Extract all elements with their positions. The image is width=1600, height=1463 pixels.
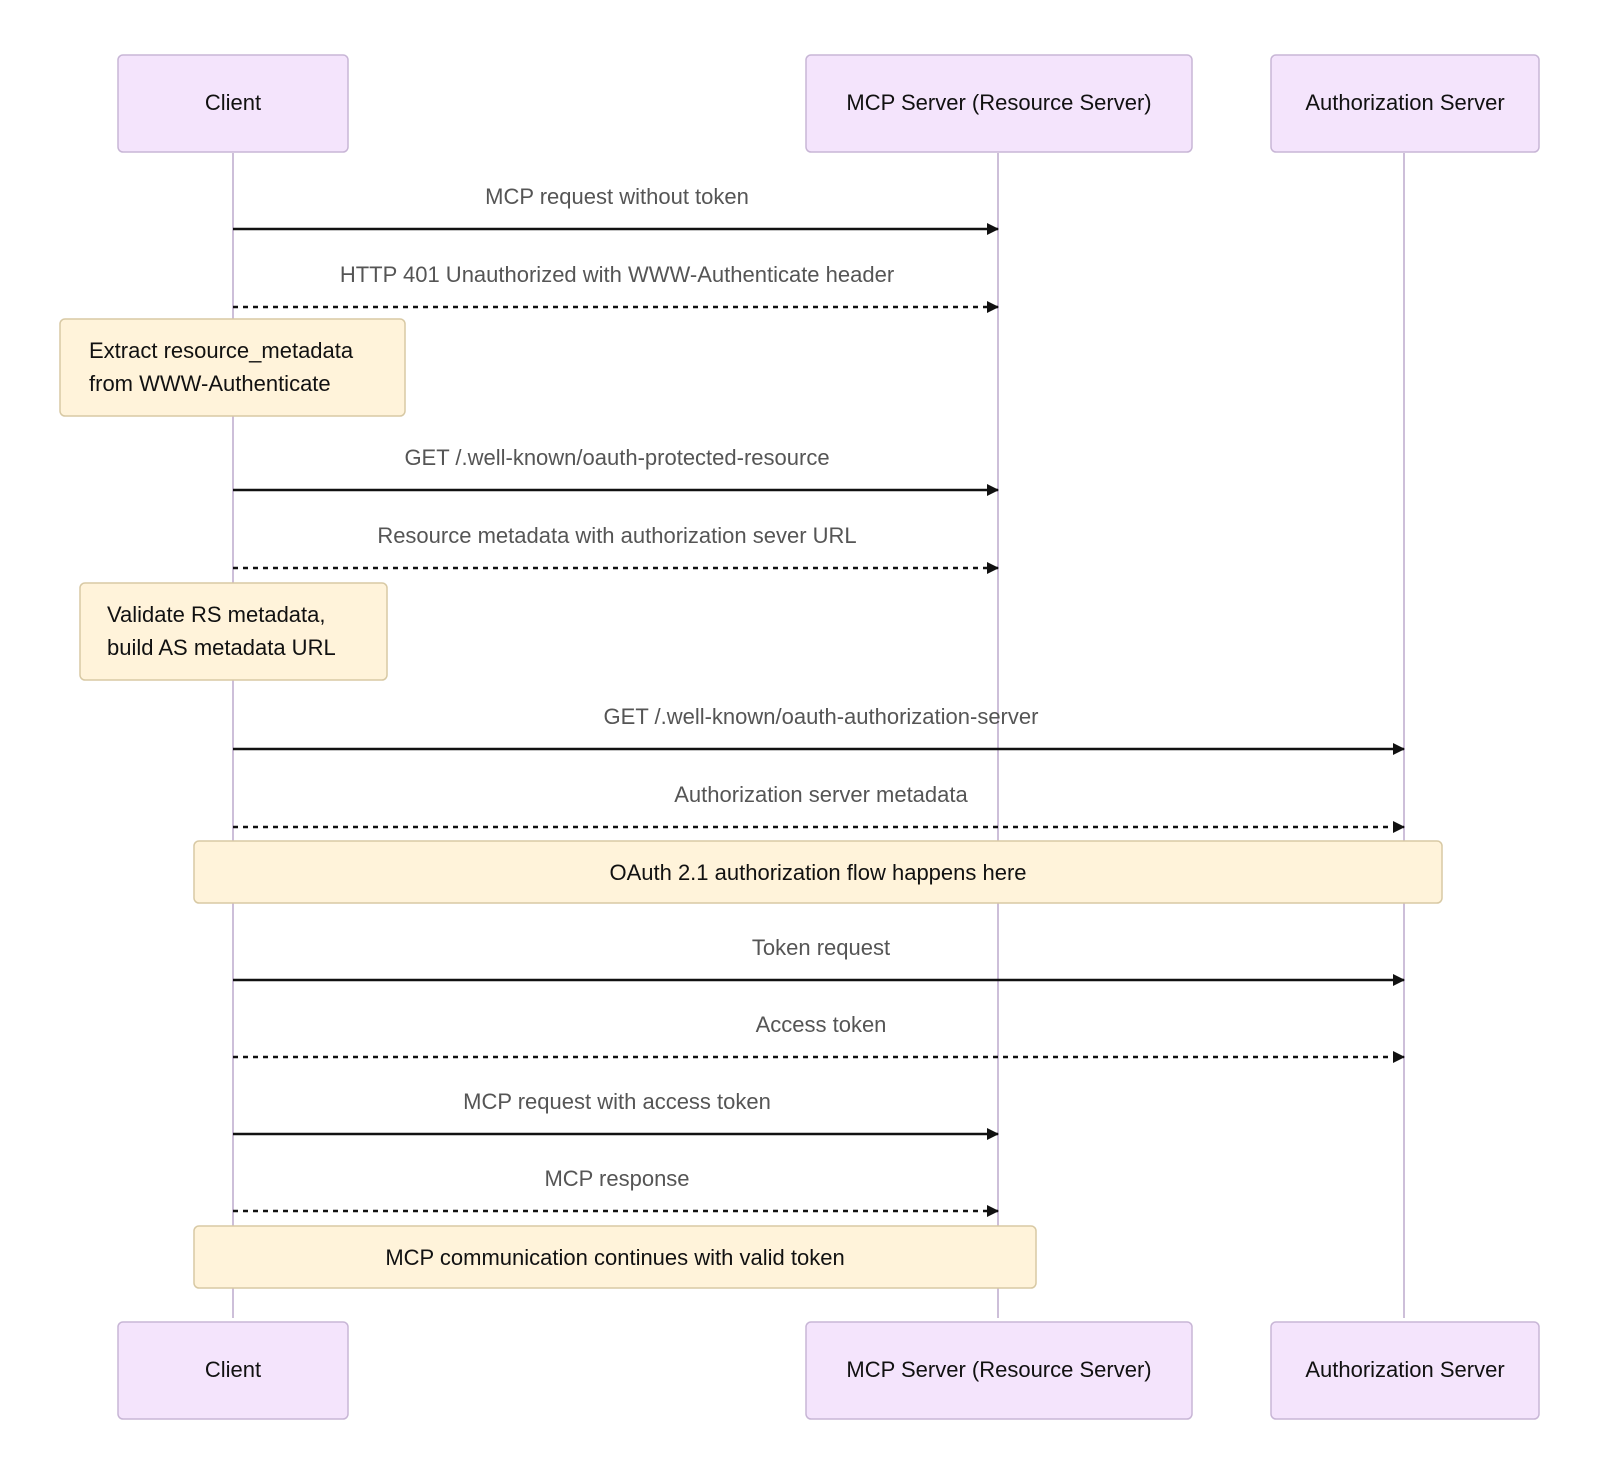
note-line: MCP communication continues with valid t… (385, 1245, 844, 1270)
message-label: GET /.well-known/oauth-authorization-ser… (604, 704, 1039, 729)
message-mcp-request-with-token: MCP request with access token (233, 1089, 999, 1140)
actor-client-bottom: Client (117, 1321, 349, 1420)
message-label: Token request (752, 935, 890, 960)
actor-client-top: Client (117, 54, 349, 153)
message-token-request: Token request (233, 935, 1405, 986)
actor-label: Client (205, 1357, 261, 1382)
note-line: OAuth 2.1 authorization flow happens her… (609, 860, 1026, 885)
note-line: Validate RS metadata, (107, 602, 326, 627)
actor-label: Authorization Server (1305, 90, 1504, 115)
actor-mcp-server-bottom: MCP Server (Resource Server) (805, 1321, 1193, 1420)
note-line: from WWW-Authenticate (89, 371, 331, 396)
actor-label: Client (205, 90, 261, 115)
message-mcp-request-without-token: MCP request without token (233, 184, 999, 235)
actor-label: MCP Server (Resource Server) (846, 90, 1151, 115)
message-resource-metadata: Resource metadata with authorization sev… (233, 523, 999, 574)
actor-mcp-server-top: MCP Server (Resource Server) (805, 54, 1193, 153)
message-label: GET /.well-known/oauth-protected-resourc… (404, 445, 829, 470)
actor-label: Authorization Server (1305, 1357, 1504, 1382)
message-get-protected-resource: GET /.well-known/oauth-protected-resourc… (233, 445, 999, 496)
message-get-authorization-server: GET /.well-known/oauth-authorization-ser… (233, 704, 1405, 755)
message-label: Authorization server metadata (674, 782, 968, 807)
message-label: MCP response (544, 1166, 689, 1191)
message-label: MCP request with access token (463, 1089, 771, 1114)
message-authorization-server-metadata: Authorization server metadata (233, 782, 1405, 833)
actor-authorization-server-top: Authorization Server (1270, 54, 1540, 153)
message-access-token: Access token (233, 1012, 1405, 1063)
note-line: build AS metadata URL (107, 635, 336, 660)
message-label: Access token (756, 1012, 887, 1037)
note-extract-resource-metadata: Extract resource_metadata from WWW-Authe… (59, 318, 406, 417)
note-validate-rs-metadata: Validate RS metadata, build AS metadata … (79, 582, 388, 681)
actor-label: MCP Server (Resource Server) (846, 1357, 1151, 1382)
message-label: MCP request without token (485, 184, 749, 209)
note-line: Extract resource_metadata (89, 338, 354, 363)
note-communication-continues: MCP communication continues with valid t… (193, 1225, 1037, 1289)
message-label: HTTP 401 Unauthorized with WWW-Authentic… (340, 262, 894, 287)
note-oauth-flow: OAuth 2.1 authorization flow happens her… (193, 840, 1443, 904)
actor-authorization-server-bottom: Authorization Server (1270, 1321, 1540, 1420)
message-http-401: HTTP 401 Unauthorized with WWW-Authentic… (233, 262, 999, 313)
message-mcp-response: MCP response (233, 1166, 999, 1217)
message-label: Resource metadata with authorization sev… (377, 523, 856, 548)
